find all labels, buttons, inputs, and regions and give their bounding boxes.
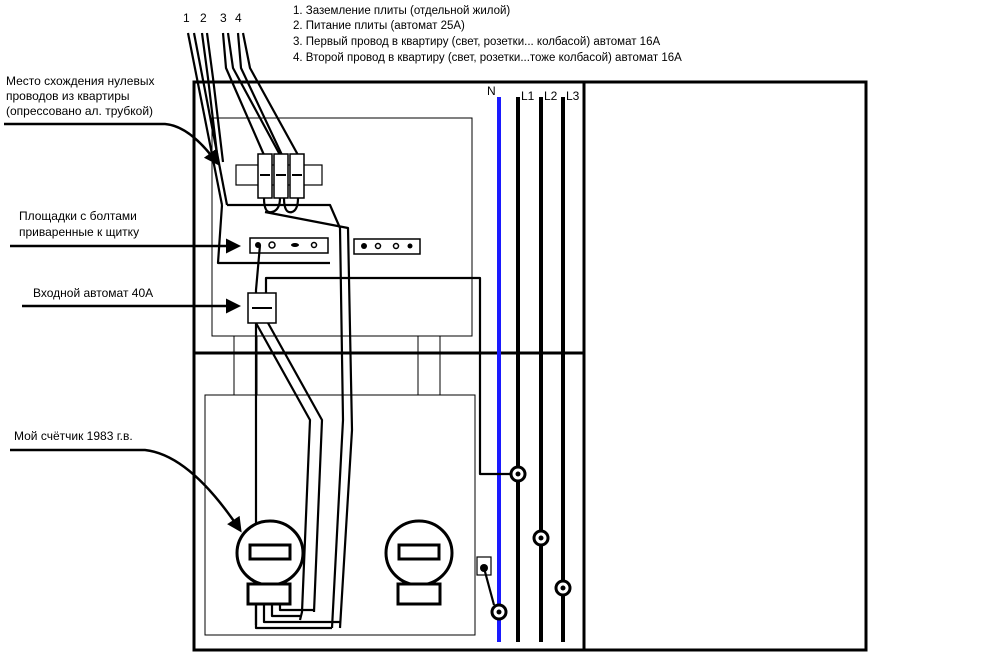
bolt-pad-left	[249, 237, 329, 254]
neutral-jumper	[482, 567, 496, 606]
breaker-feed-wire	[264, 276, 511, 476]
my-meter-lead-3	[270, 604, 300, 618]
callout-meter-text: Мой счётчик 1983 г.в.	[14, 429, 133, 443]
meters	[235, 519, 454, 630]
bus-label-n: N	[487, 84, 496, 98]
bus-bars: N L1 L2 L3	[487, 84, 580, 642]
cable-1	[186, 32, 224, 206]
panel-enclosure	[192, 80, 868, 652]
neutral-connection-dot	[496, 609, 502, 615]
wire-number-labels: 1 2 3 4	[183, 11, 242, 25]
callout-neutral-join: Место схождения нулевых проводов из квар…	[4, 74, 219, 166]
callout-input-breaker: Входной автомат 40А	[22, 286, 241, 314]
input-breaker	[247, 292, 324, 621]
bolt-8	[407, 243, 413, 249]
my-meter-window	[248, 543, 292, 561]
callout-neutral-join-line-3: (опрессовано ал. трубкой)	[6, 104, 153, 118]
callout-bolt-pads-line-2: приваренные к щитку	[19, 225, 139, 239]
meter-box	[204, 394, 476, 636]
bolt-pad-right	[353, 238, 421, 255]
legend-item-2: 2. Питание плиты (автомат 25А)	[293, 20, 465, 32]
legend: 1. Заземление плиты (отдельной жилой) 2.…	[293, 5, 682, 64]
bolt-4	[310, 241, 318, 249]
cable-2	[200, 32, 220, 163]
meter-box-supports	[233, 335, 441, 396]
legend-item-1: 1. Заземление плиты (отдельной жилой)	[293, 5, 510, 17]
wire-number-2: 2	[200, 11, 207, 25]
legend-item-3: 3. Первый провод в квартиру (свет, розет…	[293, 36, 660, 48]
bolt-3	[291, 243, 299, 247]
second-meter-window	[397, 543, 441, 561]
second-meter	[384, 519, 454, 606]
meter-box-support-right	[417, 335, 441, 396]
legend-item-4: 4. Второй провод в квартиру (свет, розет…	[293, 52, 682, 64]
l3-connection-dot	[560, 585, 566, 591]
callout-bolt-pads: Площадки с болтами приваренные к щитку	[10, 209, 241, 254]
my-meter-lead-2	[262, 604, 340, 624]
wire-number-3: 3	[220, 11, 227, 25]
cable-4-b	[241, 32, 299, 156]
bolt-pads	[249, 237, 421, 255]
meter-box-support-left	[233, 335, 258, 396]
upper-plate-wiring	[216, 203, 511, 629]
callout-neutral-join-arrow	[4, 122, 219, 166]
neutral-joint-wire-b	[227, 203, 345, 629]
neutral-joint-wire	[216, 204, 330, 265]
bus-label-l2: L2	[544, 89, 558, 103]
input-breaker-to-meter	[255, 322, 312, 621]
callout-input-breaker-text: Входной автомат 40А	[33, 286, 153, 300]
callout-meter-arrow	[10, 448, 242, 533]
stove-breaker-block	[235, 153, 323, 214]
cable-2-b	[205, 32, 225, 163]
bolt-6	[374, 242, 382, 250]
cable-3-b	[226, 32, 281, 156]
my-meter-lead-4	[278, 604, 314, 612]
bolt-2	[268, 241, 276, 249]
my-meter-lead-1	[254, 604, 332, 630]
l1-connection-dot	[515, 471, 521, 477]
callout-neutral-join-line-1: Место схождения нулевых	[6, 74, 154, 88]
second-meter-terminal-cover	[396, 582, 442, 606]
bus-label-l3: L3	[566, 89, 580, 103]
bus-label-l1: L1	[521, 89, 535, 103]
stove-supply-wire	[264, 210, 354, 629]
earth-wire	[254, 244, 262, 625]
my-meter	[235, 519, 340, 630]
cable-1-b	[192, 32, 229, 206]
input-breaker-to-meter-b	[267, 322, 324, 613]
callout-meter: Мой счётчик 1983 г.в.	[10, 429, 242, 533]
my-meter-terminal-cover	[246, 582, 292, 606]
wire-number-4: 4	[235, 11, 242, 25]
callout-bolt-pads-line-1: Площадки с болтами	[19, 209, 137, 223]
cable-4	[236, 32, 283, 156]
bolt-7	[392, 242, 400, 250]
wire-number-1: 1	[183, 11, 190, 25]
neutral-terminal	[476, 556, 496, 606]
cable-3	[221, 32, 266, 156]
l2-connection-dot	[538, 535, 544, 541]
incoming-cables	[186, 32, 299, 206]
callout-neutral-join-line-2: проводов из квартиры	[6, 89, 130, 103]
bolt-5	[361, 243, 367, 249]
